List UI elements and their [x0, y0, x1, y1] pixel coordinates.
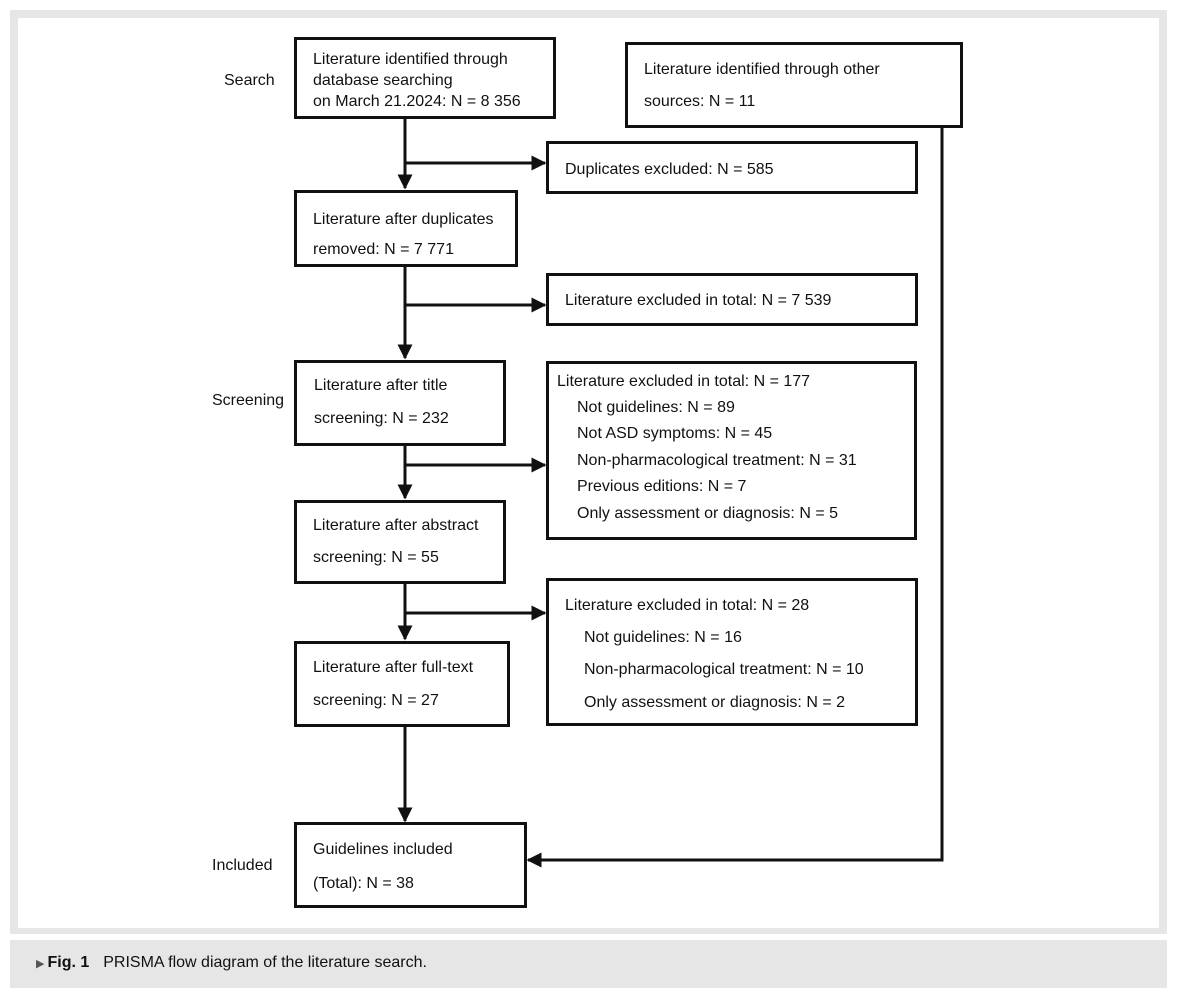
box-text: screening: N = 55 — [313, 549, 439, 566]
reason-item: Not guidelines: N = 89 — [577, 399, 735, 416]
reason-item: Only assessment or diagnosis: N = 2 — [584, 694, 846, 711]
box-text: Literature after title — [314, 377, 448, 394]
reason-item: Non-pharmacological treatment: N = 31 — [577, 452, 857, 469]
box-text: removed: N = 7 771 — [313, 241, 454, 258]
box-after-abstract-screening: Literature after abstract screening: N =… — [294, 500, 506, 584]
box-after-fulltext-screening: Literature after full-text screening: N … — [294, 641, 510, 727]
stage-included: Included — [212, 857, 273, 874]
box-after-title-screening: Literature after title screening: N = 23… — [294, 360, 506, 446]
figure-caption: ▶Fig. 1 PRISMA flow diagram of the litera… — [36, 954, 427, 972]
reason-item: Only assessment or diagnosis: N = 5 — [577, 505, 839, 522]
box-text: screening: N = 232 — [314, 410, 449, 427]
box-text: database searching — [313, 72, 453, 89]
box-text: sources: N = 11 — [644, 93, 756, 110]
box-excluded-total-3: Literature excluded in total: N = 28 Not… — [546, 578, 918, 726]
box-other-sources: Literature identified through other sour… — [625, 42, 963, 128]
caption-triangle-icon: ▶ — [36, 958, 45, 970]
caption-text: PRISMA flow diagram of the literature se… — [103, 954, 427, 971]
box-title: Literature excluded in total: N = 177 — [557, 373, 811, 390]
reason-item: Previous editions: N = 7 — [577, 478, 747, 495]
figure-label: Fig. 1 — [47, 954, 90, 971]
box-text: Literature after full-text — [313, 659, 474, 676]
box-duplicates-excluded: Duplicates excluded: N = 585 — [546, 141, 918, 194]
box-text: Duplicates excluded: N = 585 — [565, 161, 774, 178]
reason-item: Not guidelines: N = 16 — [584, 629, 742, 646]
box-after-duplicates: Literature after duplicates removed: N =… — [294, 190, 518, 267]
box-text: Literature identified through — [313, 51, 508, 68]
box-database-search: Literature identified through database s… — [294, 37, 556, 119]
box-text: (Total): N = 38 — [313, 875, 414, 892]
box-title: Literature excluded in total: N = 28 — [565, 597, 810, 614]
box-text: screening: N = 27 — [313, 692, 439, 709]
box-text: Literature after abstract — [313, 517, 479, 534]
stage-search: Search — [224, 72, 275, 89]
box-text: on March 21.2024: N = 8 356 — [313, 93, 521, 110]
stage-screening: Screening — [212, 392, 285, 409]
box-excluded-total-2: Literature excluded in total: N = 177 No… — [546, 361, 917, 540]
box-text: Literature excluded in total: N = 7 539 — [565, 292, 832, 309]
box-excluded-total-1: Literature excluded in total: N = 7 539 — [546, 273, 918, 326]
box-text: Guidelines included — [313, 841, 453, 858]
reason-item: Not ASD symptoms: N = 45 — [577, 425, 773, 442]
box-text: Literature identified through other — [644, 61, 880, 78]
box-text: Literature after duplicates — [313, 211, 494, 228]
reason-item: Non-pharmacological treatment: N = 10 — [584, 661, 864, 678]
caption-bar: ▶Fig. 1 PRISMA flow diagram of the litera… — [10, 940, 1167, 988]
box-guidelines-included: Guidelines included (Total): N = 38 — [294, 822, 527, 908]
arrow-other-sources-to-included — [526, 126, 944, 868]
